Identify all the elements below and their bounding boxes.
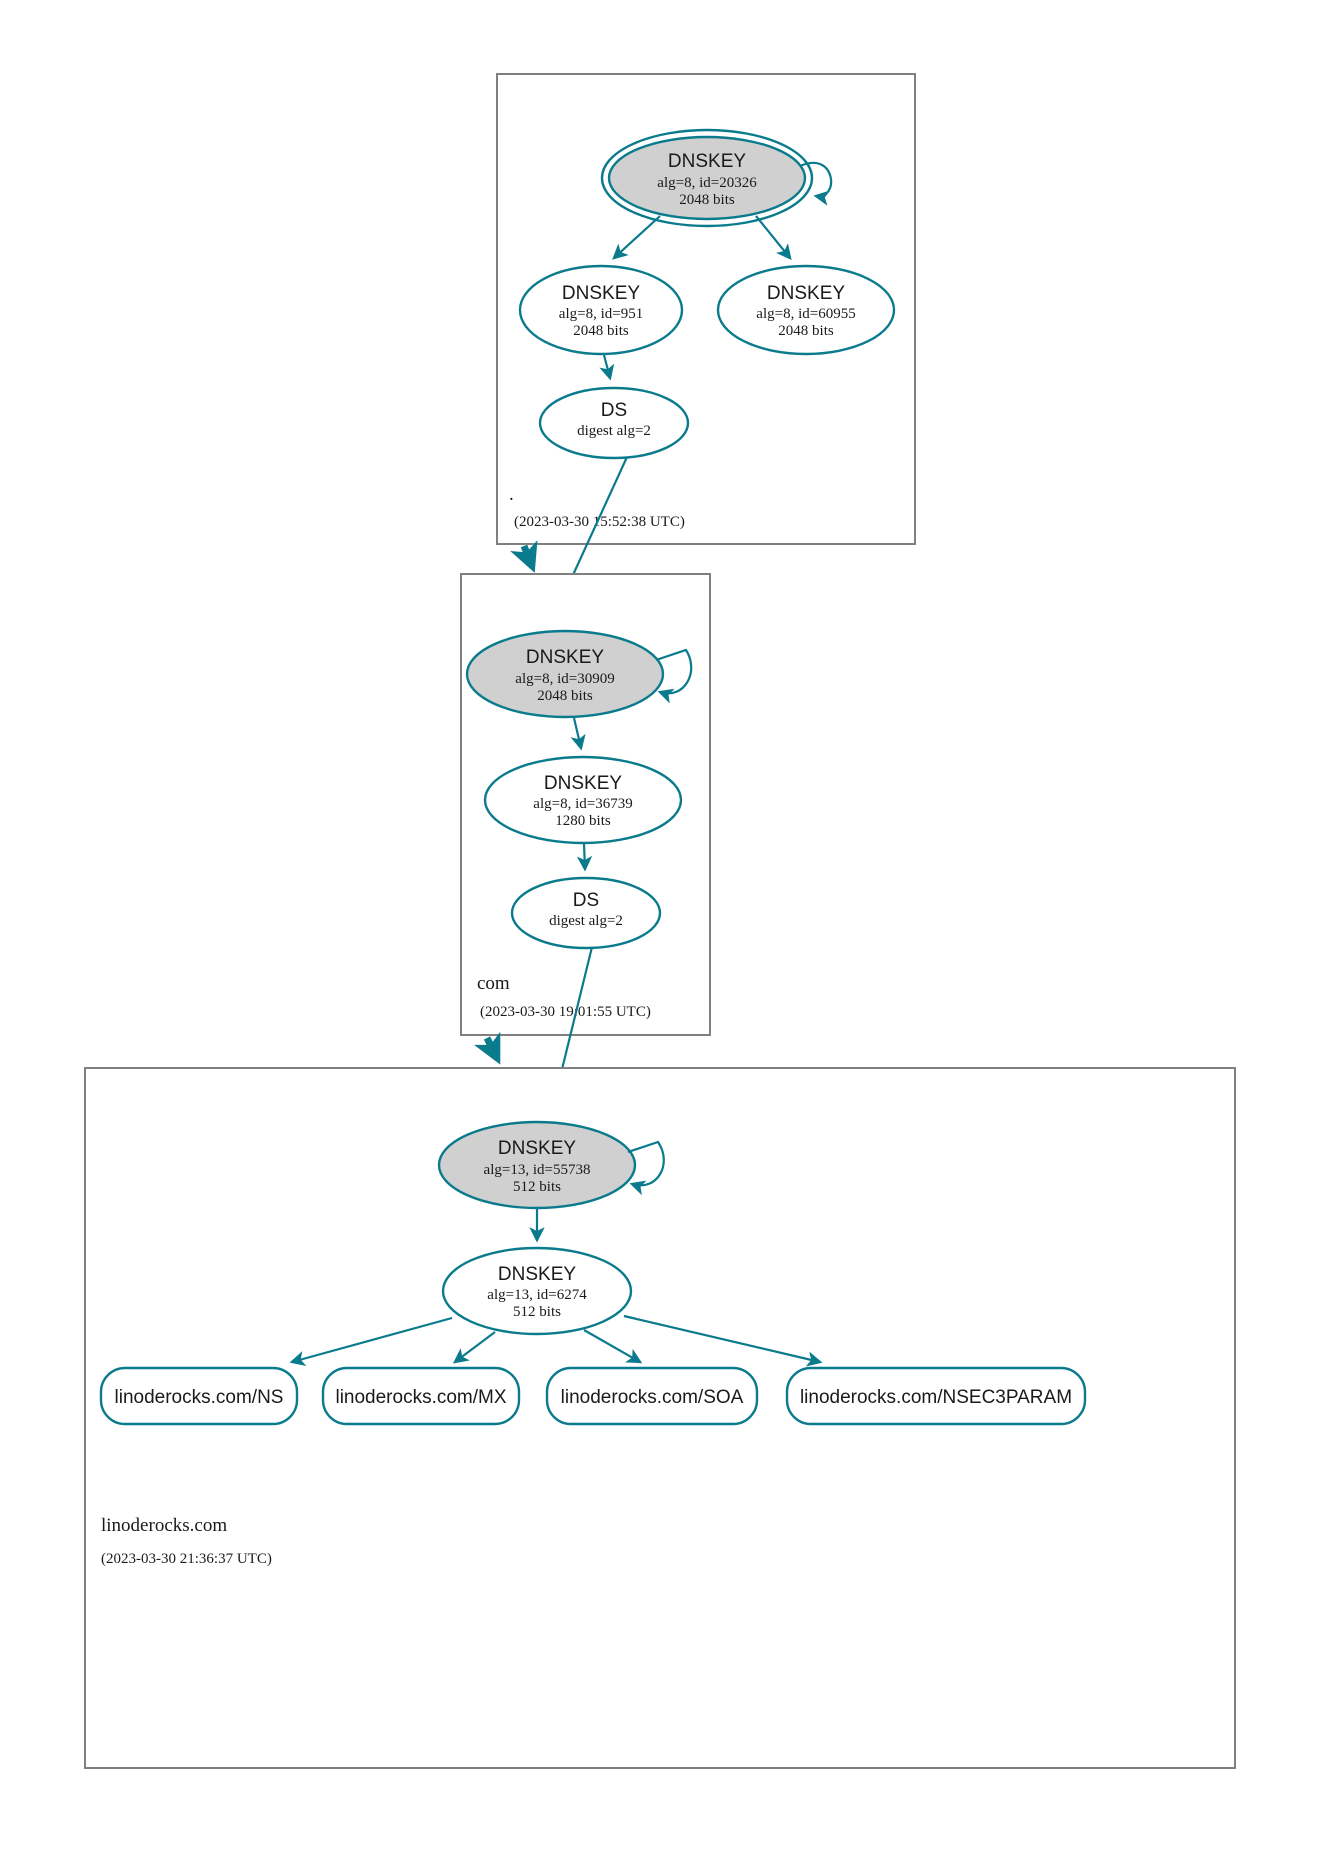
node-root-ds[interactable]: DS digest alg=2 xyxy=(538,386,690,460)
node-shape xyxy=(510,876,662,950)
rrset-label: linoderocks.com/NSEC3PARAM xyxy=(800,1387,1072,1408)
node-shape xyxy=(716,264,896,356)
node-key-params: alg=13, id=6274 xyxy=(487,1287,587,1303)
rrset-shape xyxy=(545,1366,759,1426)
zone-label-root: . xyxy=(509,484,514,505)
node-shape xyxy=(483,755,683,845)
edge-root-ksk-to-60955 xyxy=(755,215,792,260)
node-key-size: 2048 bits xyxy=(679,192,735,208)
edge-com-zsk-to-ds xyxy=(576,843,593,872)
trust-anchor-outline xyxy=(600,128,814,228)
node-title: DNSKEY xyxy=(498,1138,576,1159)
edge-root-951-to-ds xyxy=(599,354,615,381)
node-com-zsk[interactable]: DNSKEY alg=8, id=36739 1280 bits xyxy=(483,755,683,845)
rrset-nsec3param[interactable]: linoderocks.com/NSEC3PARAM xyxy=(785,1366,1087,1426)
zone-com: DNSKEY alg=8, id=30909 2048 bits DNSKEY … xyxy=(460,573,711,1036)
node-title: DNSKEY xyxy=(526,647,604,668)
self-sign-loop-com-ksk xyxy=(655,648,693,704)
rrset-mx[interactable]: linoderocks.com/MX xyxy=(321,1366,521,1426)
node-key-params: alg=8, id=60955 xyxy=(756,306,855,322)
node-com-ds[interactable]: DS digest alg=2 xyxy=(510,876,662,950)
edge-zsk-to-ns xyxy=(289,1316,453,1367)
zone-label-com: com xyxy=(477,973,510,994)
node-title: DNSKEY xyxy=(668,151,746,172)
edge-root-ksk-to-951 xyxy=(612,215,661,260)
node-key-size: 2048 bits xyxy=(778,323,834,339)
node-digest-alg: digest alg=2 xyxy=(549,913,623,929)
node-shape xyxy=(607,135,807,221)
node-key-params: alg=13, id=55738 xyxy=(484,1162,591,1178)
rrset-shape xyxy=(321,1366,521,1426)
node-root-ksk[interactable]: DNSKEY alg=8, id=20326 2048 bits xyxy=(600,128,833,228)
zone-timestamp-com: (2023-03-30 19:01:55 UTC) xyxy=(480,1004,651,1020)
edge-zsk-to-soa xyxy=(583,1329,643,1364)
node-key-size: 2048 bits xyxy=(573,323,629,339)
node-root-dnskey-951[interactable]: DNSKEY alg=8, id=951 2048 bits xyxy=(518,264,684,356)
zone-delegation-com-to-linoderocks xyxy=(473,1031,501,1065)
zone-label-linoderocks: linoderocks.com xyxy=(101,1515,227,1536)
edge-zsk-to-mx xyxy=(452,1331,496,1364)
node-linoderocks-zsk[interactable]: DNSKEY alg=13, id=6274 512 bits xyxy=(441,1246,633,1336)
node-key-size: 512 bits xyxy=(513,1304,561,1320)
rrset-shape xyxy=(785,1366,1087,1426)
node-key-size: 1280 bits xyxy=(555,813,611,829)
node-linoderocks-ksk[interactable]: DNSKEY alg=13, id=55738 512 bits xyxy=(437,1120,665,1210)
rrset-ns[interactable]: linoderocks.com/NS xyxy=(99,1366,299,1426)
rrset-label: linoderocks.com/NS xyxy=(115,1387,284,1408)
self-sign-loop-linoderocks-ksk xyxy=(627,1140,665,1196)
node-title: DNSKEY xyxy=(767,283,845,304)
rrset-shape xyxy=(99,1366,299,1426)
node-title: DS xyxy=(601,400,627,421)
zone-linoderocks: DNSKEY alg=13, id=55738 512 bits DNSKEY … xyxy=(84,1067,1236,1769)
node-com-ksk[interactable]: DNSKEY alg=8, id=30909 2048 bits xyxy=(465,629,693,719)
node-key-params: alg=8, id=20326 xyxy=(657,175,757,191)
node-key-params: alg=8, id=951 xyxy=(559,306,643,322)
node-title: DNSKEY xyxy=(498,1264,576,1285)
node-shape xyxy=(538,386,690,460)
node-shape xyxy=(518,264,684,356)
rrset-label: linoderocks.com/SOA xyxy=(561,1387,744,1408)
node-shape xyxy=(441,1246,633,1336)
node-title: DNSKEY xyxy=(544,773,622,794)
zone-timestamp-linoderocks: (2023-03-30 21:36:37 UTC) xyxy=(101,1551,272,1567)
zone-delegation-root-to-com xyxy=(510,540,538,573)
node-shape xyxy=(465,629,665,719)
zone-timestamp-root: (2023-03-30 15:52:38 UTC) xyxy=(514,514,685,530)
node-root-dnskey-60955[interactable]: DNSKEY alg=8, id=60955 2048 bits xyxy=(716,264,896,356)
node-title: DNSKEY xyxy=(562,283,640,304)
node-key-size: 2048 bits xyxy=(537,688,593,704)
node-key-size: 512 bits xyxy=(513,1179,561,1195)
node-key-params: alg=8, id=30909 xyxy=(515,671,614,687)
node-digest-alg: digest alg=2 xyxy=(577,423,651,439)
rrset-label: linoderocks.com/MX xyxy=(335,1387,506,1408)
edge-com-ksk-to-zsk xyxy=(570,717,586,751)
node-shape xyxy=(437,1120,637,1210)
node-key-params: alg=8, id=36739 xyxy=(533,796,632,812)
edge-zsk-to-nsec3param xyxy=(623,1314,823,1367)
zone-root: DNSKEY alg=8, id=20326 2048 bits DNSKEY … xyxy=(496,73,916,545)
self-sign-loop-root-ksk xyxy=(799,161,833,206)
rrset-soa[interactable]: linoderocks.com/SOA xyxy=(545,1366,759,1426)
node-title: DS xyxy=(573,890,599,911)
